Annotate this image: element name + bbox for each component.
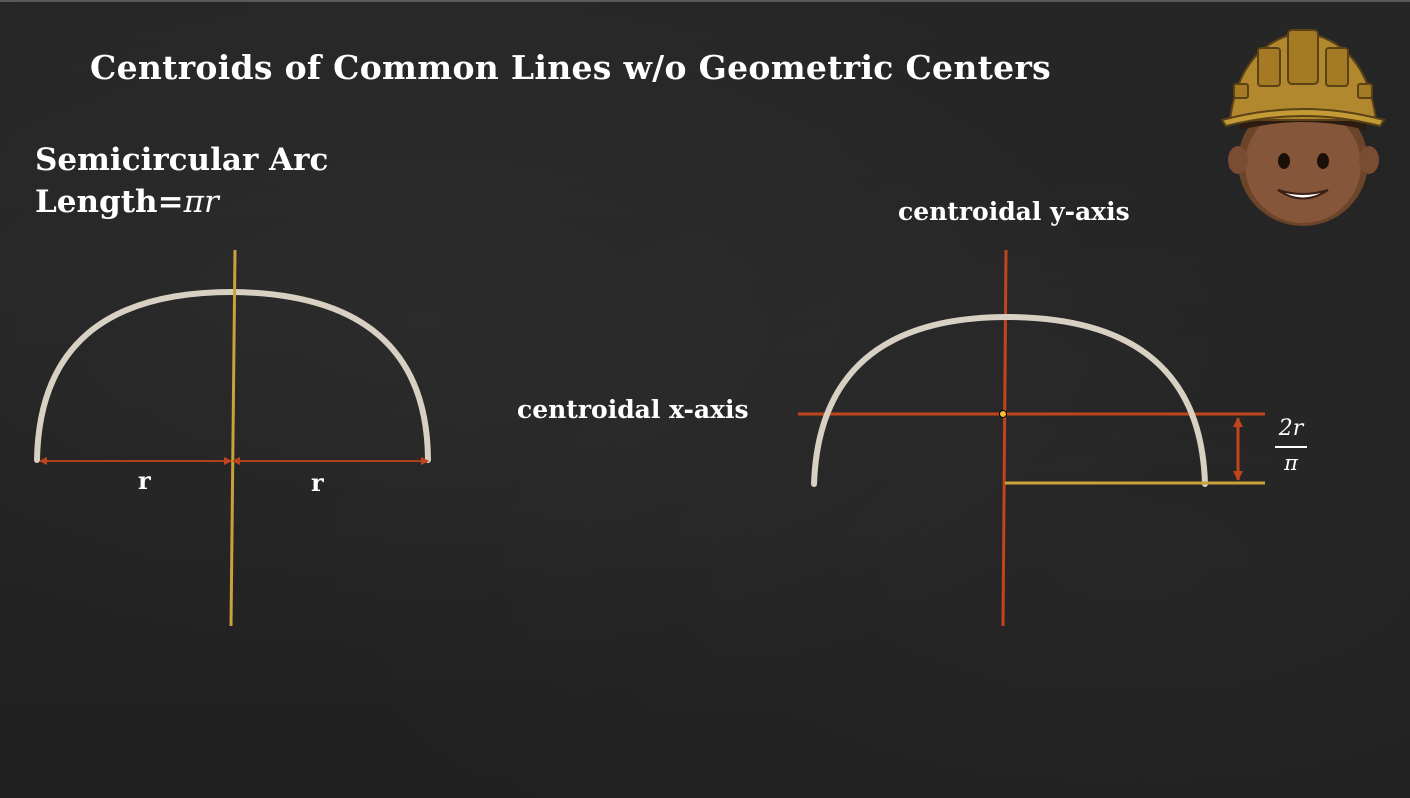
left-semicircular-arc [34,288,431,463]
centroidal-y-axis-label: centroidal y-axis [898,197,1130,226]
right-semicircle-diagram [798,249,1265,627]
left-vertical-centerline [229,249,237,627]
fraction-denominator: π [1284,451,1298,475]
right-radius-label: r [311,468,324,497]
construction-worker-hardhat-icon [1220,29,1386,226]
left-semicircle-diagram [34,249,431,627]
left-radius-label: r [138,466,151,495]
length-formula: Length=πr [35,184,219,220]
right-semicircular-arc [811,313,1208,487]
slide-title: Centroids of Common Lines w/o Geometric … [90,48,1052,87]
centroid-distance-fraction: 2r π [1271,414,1311,476]
fraction-numerator: 2r [1278,416,1304,441]
length-value: πr [183,184,219,220]
fraction-bar [1275,446,1307,448]
length-label: Length= [35,184,184,220]
shape-name: Semicircular Arc [35,142,329,178]
centroidal-y-axis-line [1001,249,1008,627]
centroidal-x-axis-label: centroidal x-axis [517,395,749,424]
centroid-point [999,410,1007,418]
